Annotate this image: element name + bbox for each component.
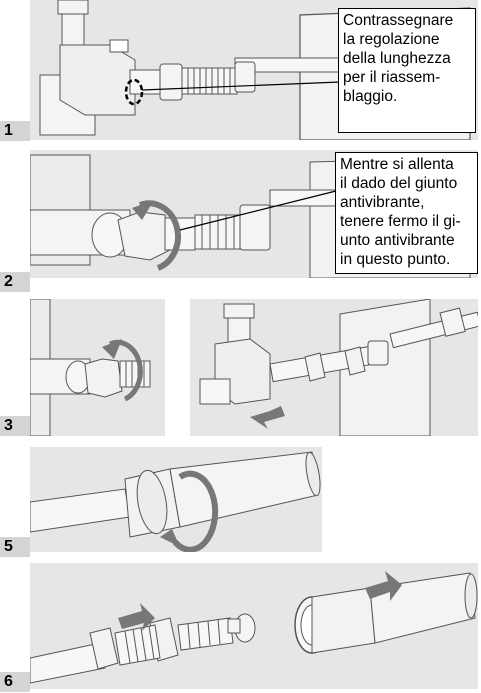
step-1-panel: Contrassegnare la regolazione della lung…: [30, 0, 478, 140]
step-3-number: 3: [0, 416, 30, 436]
step-6-illustration: [30, 571, 478, 684]
step-3-panel: [30, 299, 165, 436]
step-6-number: 6: [0, 672, 30, 692]
step-1-callout: Contrassegnare la regolazione della lung…: [338, 8, 476, 133]
step-4-illustration: [199, 299, 478, 436]
step-2-callout: Mentre si allenta il dado del giunto ant…: [335, 152, 478, 274]
step-2-panel: Mentre si allenta il dado del giunto ant…: [30, 150, 478, 278]
step-5-number: 5: [0, 537, 30, 557]
step-1-number: 1: [0, 121, 30, 141]
step-3-illustration: [30, 299, 151, 436]
step-5-panel: [30, 447, 322, 552]
step-5-illustration: [30, 451, 321, 552]
step-4-panel: 4: [190, 299, 478, 436]
step-6-panel: [30, 563, 478, 689]
step-2-number: 2: [0, 272, 30, 292]
